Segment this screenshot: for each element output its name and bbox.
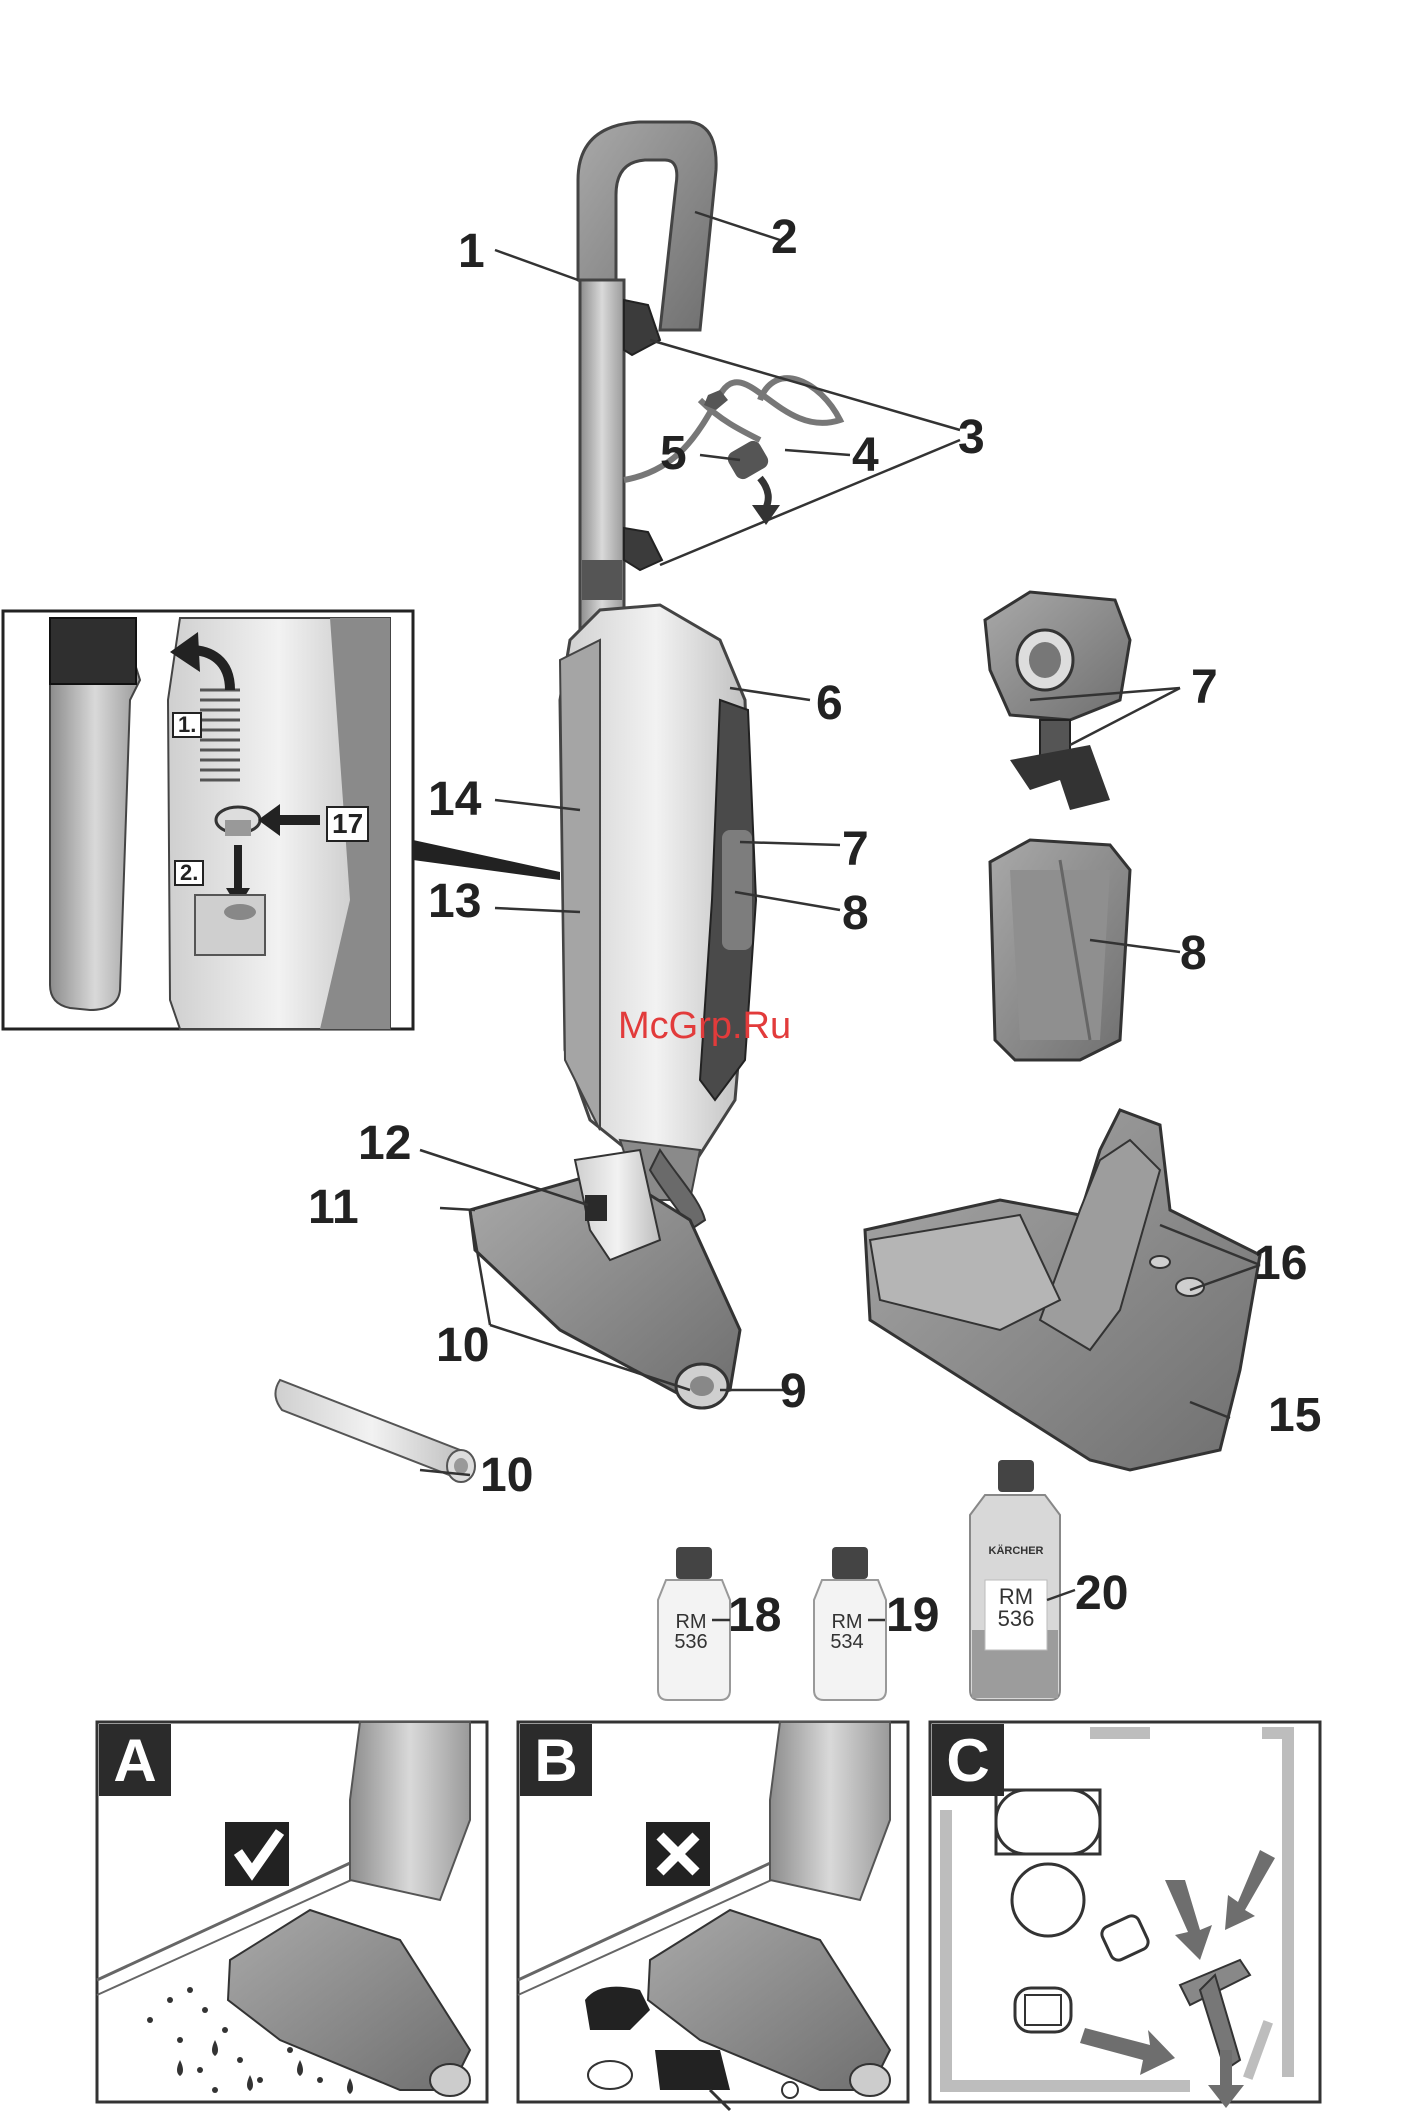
body-side xyxy=(560,640,600,1130)
callout-2: 2 xyxy=(771,214,798,262)
panel-b-letter: B xyxy=(520,1724,592,1796)
float xyxy=(1010,745,1110,810)
callout-13: 13 xyxy=(428,878,481,926)
cable-hook-top xyxy=(624,300,660,355)
step-1-label: 1. xyxy=(172,712,202,738)
callout-14: 14 xyxy=(428,776,481,824)
callout-12: 12 xyxy=(358,1120,411,1168)
battery-top xyxy=(50,618,136,684)
callout-7-tank: 7 xyxy=(1191,664,1218,712)
callout-3: 3 xyxy=(958,414,985,462)
callout-8-tank: 8 xyxy=(1180,930,1207,978)
bottle-20-cap xyxy=(998,1460,1034,1492)
callout-15: 15 xyxy=(1268,1392,1321,1440)
callout-9: 9 xyxy=(780,1368,807,1416)
callout-18: 18 xyxy=(728,1592,781,1640)
bottle-19-cap xyxy=(832,1547,868,1579)
roller xyxy=(275,1380,468,1480)
callout-10-roller: 10 xyxy=(480,1452,533,1500)
bottle-20-brand: KÄRCHER xyxy=(985,1545,1047,1557)
callout-19: 19 xyxy=(886,1592,939,1640)
callout-17: 17 xyxy=(326,806,369,842)
panel-a-letter: A xyxy=(99,1724,171,1796)
callout-11: 11 xyxy=(308,1184,359,1232)
callout-7-body: 7 xyxy=(842,826,869,874)
inset-pointer xyxy=(413,840,560,880)
step-2-label: 2. xyxy=(174,860,204,886)
callout-20: 20 xyxy=(1075,1570,1128,1618)
callout-16: 16 xyxy=(1254,1240,1307,1288)
watermark: McGrp.Ru xyxy=(618,1005,791,1048)
cable-hook-bottom xyxy=(624,528,662,570)
tube-joint xyxy=(582,560,622,600)
callout-5: 5 xyxy=(660,430,687,478)
callout-10-head: 10 xyxy=(436,1322,489,1370)
callout-8-body: 8 xyxy=(842,890,869,938)
panel-c-letter: C xyxy=(932,1724,1004,1796)
release-button xyxy=(585,1195,607,1221)
bottle-18-cap xyxy=(676,1547,712,1579)
callout-4: 4 xyxy=(852,432,879,480)
callout-1: 1 xyxy=(458,228,485,276)
callout-6: 6 xyxy=(816,680,843,728)
tank-window xyxy=(722,830,752,950)
